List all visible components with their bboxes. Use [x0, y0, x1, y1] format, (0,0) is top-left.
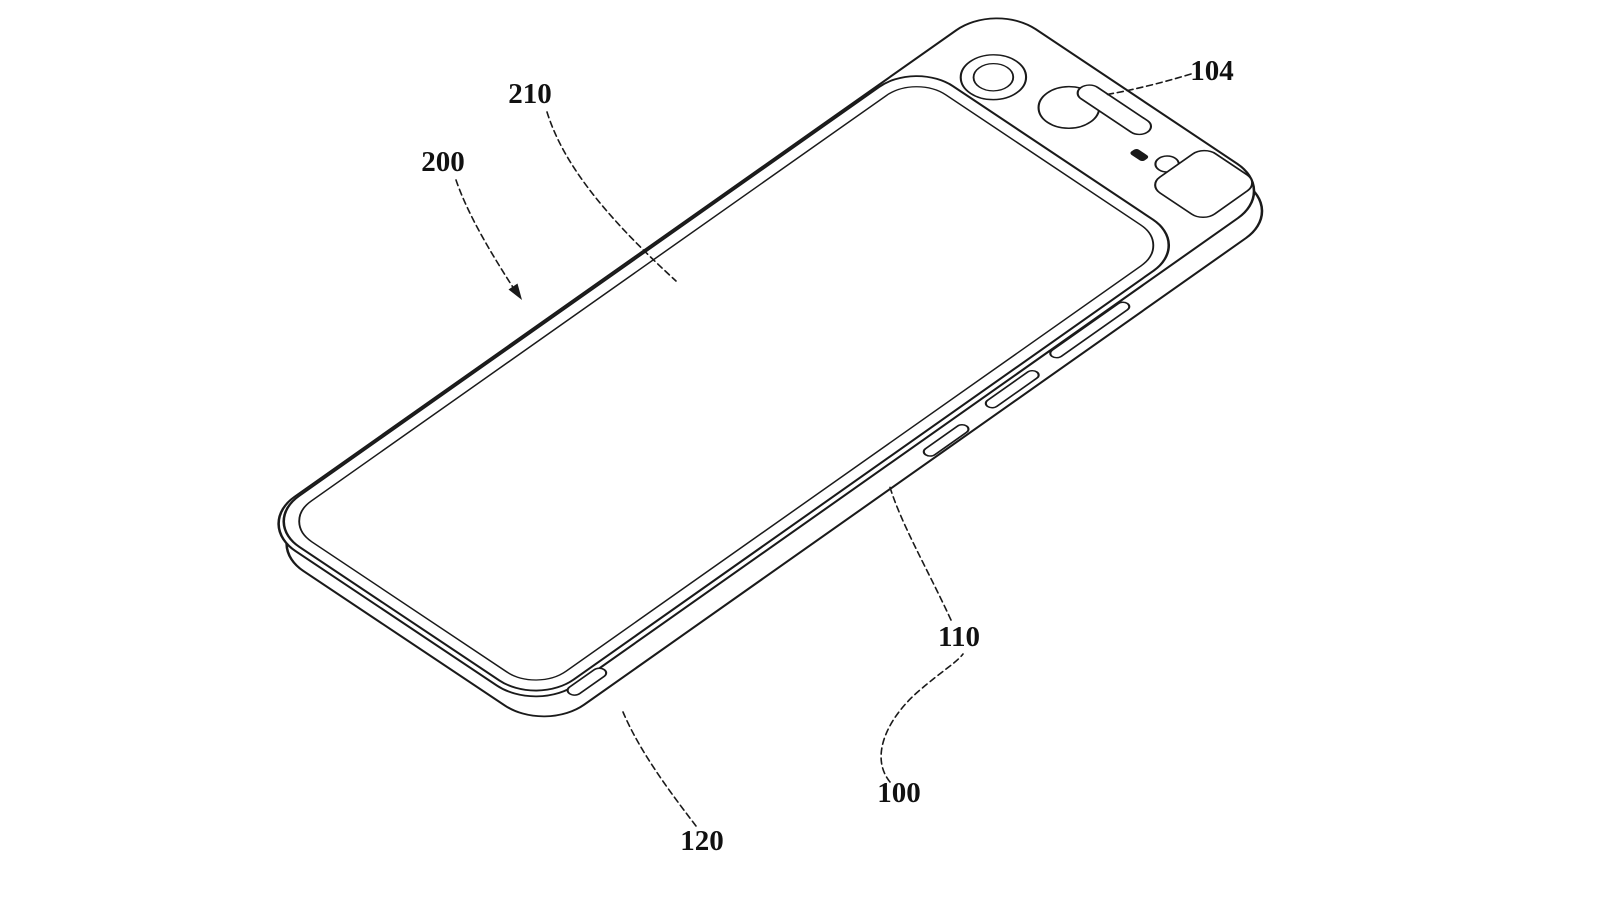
camera-lens-icon — [959, 54, 1028, 101]
leader-200 — [455, 179, 517, 293]
receiver-window — [1154, 149, 1254, 218]
display-screen — [298, 86, 1155, 681]
phone-drawing — [277, 17, 1264, 718]
reference-labels: 210 200 104 110 100 120 — [421, 55, 1234, 857]
ref-label-210: 210 — [508, 78, 552, 110]
leader-120 — [622, 711, 697, 827]
side-button-volume — [1049, 301, 1131, 359]
bottom-port — [566, 667, 608, 696]
display-assembly — [282, 75, 1171, 692]
speaker-mesh-mark — [1130, 148, 1149, 162]
side-button-extra — [922, 424, 970, 457]
ref-label-104: 104 — [1190, 55, 1234, 87]
leader-104 — [1103, 73, 1192, 96]
side-button-power — [984, 369, 1040, 409]
leader-110 — [888, 483, 952, 621]
camera-lens-inner-ring — [972, 62, 1015, 92]
display-assembly-group — [282, 75, 1171, 692]
ref-label-200: 200 — [421, 146, 465, 178]
leader-200-arrowhead-icon — [508, 283, 522, 300]
speaker-slot-icon — [1076, 84, 1153, 136]
leader-210 — [546, 111, 677, 282]
leader-100 — [880, 653, 964, 783]
leader-lines — [455, 73, 1192, 827]
ref-label-120: 120 — [680, 825, 724, 857]
ref-label-110: 110 — [938, 621, 980, 653]
ref-label-100: 100 — [877, 777, 921, 809]
